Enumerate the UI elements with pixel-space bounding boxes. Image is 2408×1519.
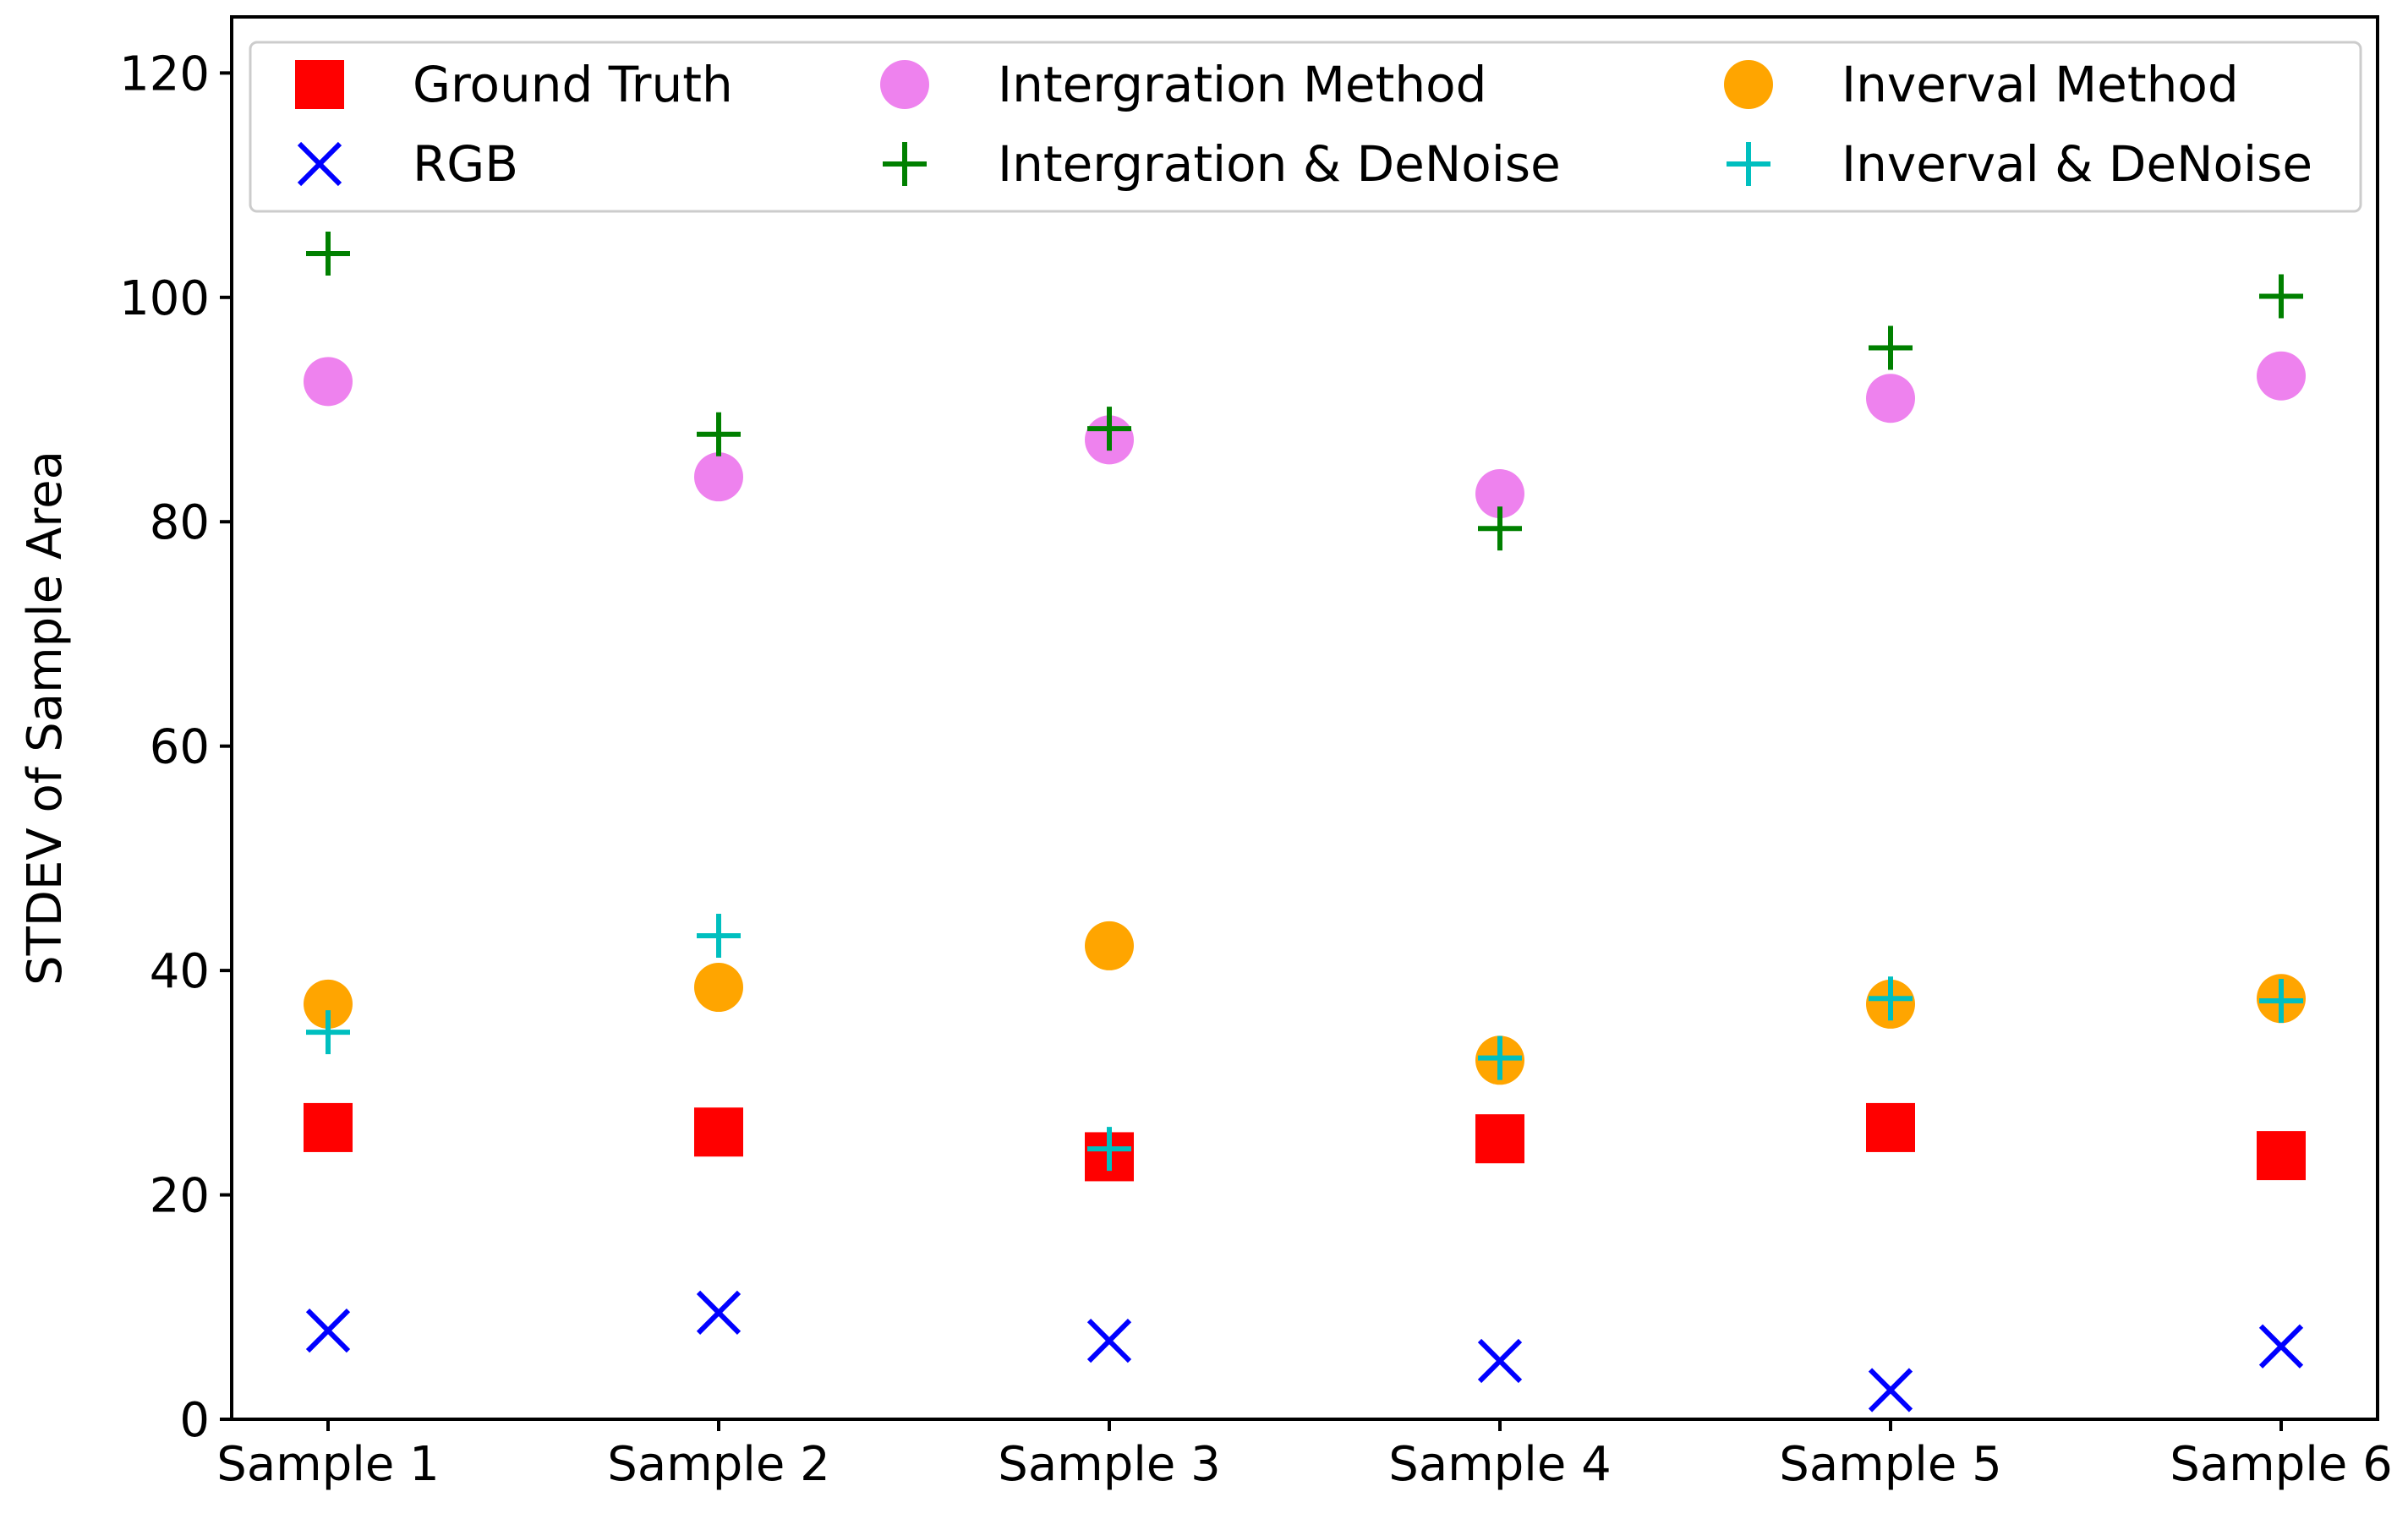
point-s1-2: [694, 1107, 743, 1157]
point-s1-4: [1475, 1114, 1524, 1164]
y-tick-label-20: 20: [150, 1169, 210, 1224]
point-s6-2: [697, 913, 741, 958]
point-s4-2: [697, 412, 741, 456]
y-axis-title: STDEV of Sample Area: [18, 451, 73, 986]
point-s4-1: [306, 232, 350, 276]
plot-frame: [230, 15, 2379, 1421]
x-tick-label-2: Sample 2: [607, 1437, 829, 1492]
legend-label-5: Inverval Method: [1842, 56, 2239, 113]
point-s4-5: [1869, 325, 1913, 370]
point-s6-1: [306, 1010, 350, 1055]
legend-marker-3: [880, 60, 929, 109]
legend-marker-1: [295, 60, 344, 109]
x-tick-label-1: Sample 1: [216, 1437, 439, 1492]
point-s4-4: [1478, 506, 1522, 551]
point-s3-1: [304, 357, 353, 407]
legend-marker-2-stroke-b: [297, 141, 342, 187]
point-s2-1-stroke-b: [305, 1309, 351, 1353]
point-s2-4-stroke-b: [1477, 1338, 1523, 1384]
x-tick-label-3: Sample 3: [998, 1437, 1220, 1492]
legend-label-4: Intergration & DeNoise: [998, 135, 1561, 193]
point-s6-5: [1869, 976, 1913, 1021]
point-s2-2-stroke-b: [696, 1290, 742, 1336]
legend-label-3: Intergration Method: [998, 56, 1486, 113]
series-1: [304, 1102, 2306, 1182]
point-s2-3: [1086, 1318, 1132, 1363]
point-s5-1: [304, 979, 353, 1029]
series-5: [304, 921, 2306, 1085]
point-s2-5: [1868, 1368, 1913, 1412]
point-s5-2: [694, 963, 743, 1013]
point-s2-3-stroke-b: [1086, 1318, 1132, 1363]
legend-label-6: Inverval & DeNoise: [1842, 135, 2312, 193]
series-4: [306, 232, 2303, 551]
x-axis: Sample 1 Sample 2 Sample 3 Sample 4 Sample 5…: [216, 1419, 2393, 1492]
legend-label-1: Ground Truth: [413, 56, 733, 113]
point-s3-4: [1475, 469, 1524, 519]
plot-marks: [304, 232, 2306, 1412]
series-2: [305, 1290, 2304, 1412]
point-s2-2: [696, 1290, 742, 1336]
point-s2-6: [2258, 1324, 2304, 1369]
y-tick-label-120: 120: [119, 46, 210, 101]
y-tick-label-0: 0: [179, 1393, 210, 1448]
x-tick-label-6: Sample 6: [2170, 1437, 2392, 1492]
point-s3-6: [2257, 351, 2306, 401]
x-tick-label-5: Sample 5: [1779, 1437, 2001, 1492]
point-s3-2: [694, 452, 743, 502]
legend-marker-6: [1727, 142, 1770, 186]
legend-marker-5: [1724, 60, 1773, 109]
y-axis: 0 20 40 60 80 100 120: [119, 46, 232, 1448]
point-s2-6-stroke-b: [2258, 1324, 2304, 1369]
y-tick-label-60: 60: [150, 720, 210, 775]
point-s3-5: [1866, 374, 1915, 423]
y-tick-label-40: 40: [150, 944, 210, 999]
point-s5-3: [1085, 921, 1134, 970]
point-s2-5-stroke-b: [1868, 1368, 1913, 1412]
legend-marker-2: [297, 141, 342, 187]
point-s6-3: [1087, 1127, 1131, 1172]
point-s1-6: [2257, 1131, 2306, 1181]
series-3: [304, 351, 2306, 519]
point-s4-3: [1087, 407, 1131, 451]
x-tick-label-4: Sample 4: [1388, 1437, 1611, 1492]
point-s1-1: [304, 1102, 353, 1152]
legend-label-2: RGB: [413, 135, 518, 193]
legend-marker-4: [883, 142, 927, 186]
legend-box: [249, 41, 2362, 213]
point-s6-4: [1478, 1035, 1522, 1080]
series-6: [306, 913, 2303, 1172]
point-s2-4: [1477, 1338, 1523, 1384]
point-s1-5: [1866, 1102, 1915, 1152]
point-s4-6: [2259, 274, 2303, 319]
point-s2-1: [305, 1309, 351, 1353]
point-s6-6: [2259, 978, 2303, 1023]
y-tick-label-100: 100: [119, 271, 210, 326]
y-tick-label-80: 80: [150, 495, 210, 550]
